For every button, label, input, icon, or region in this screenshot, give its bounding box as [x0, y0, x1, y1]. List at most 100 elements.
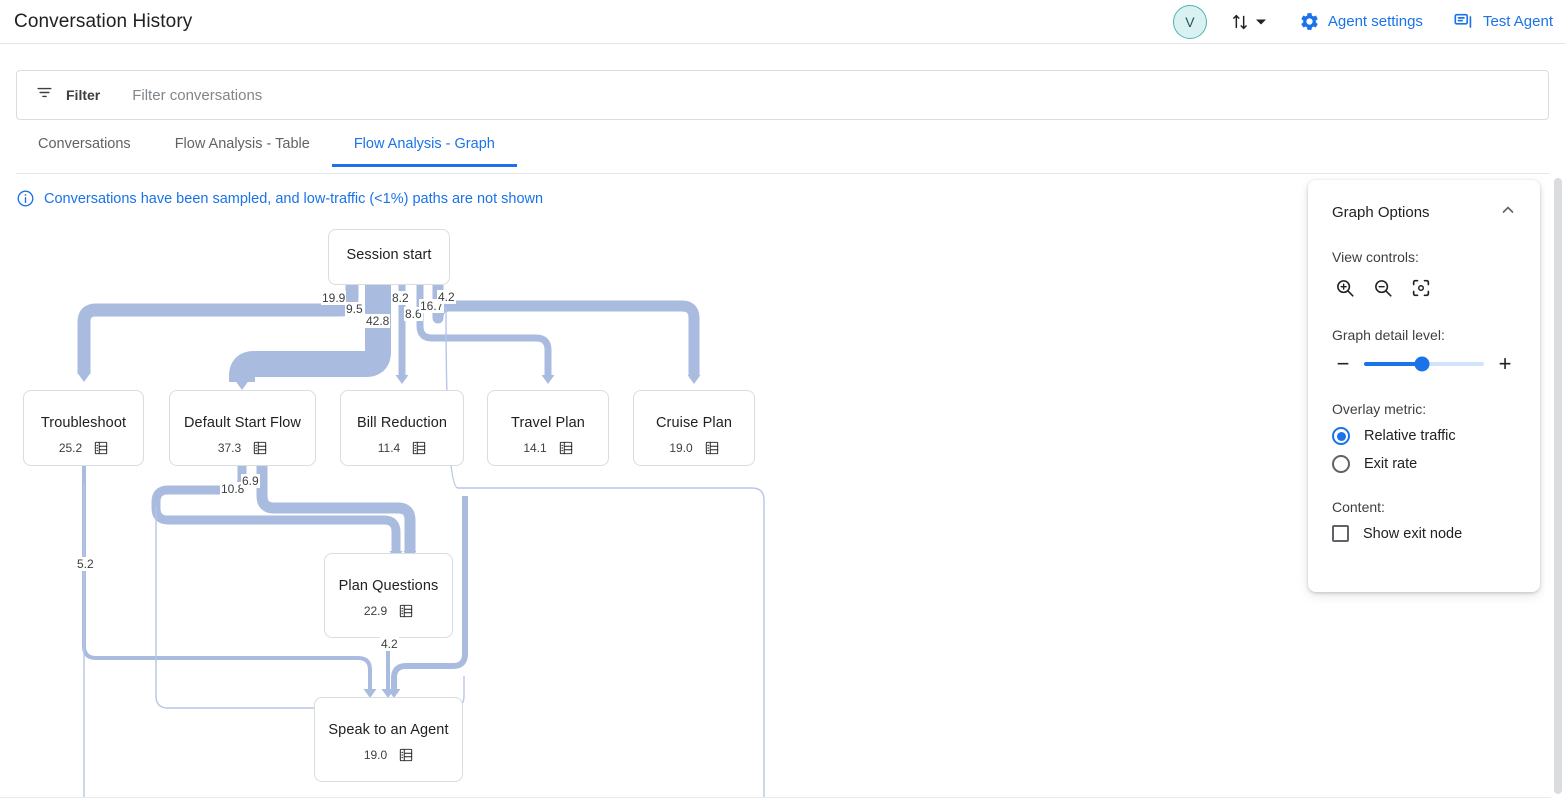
node-title: Plan Questions — [338, 578, 439, 594]
slider-thumb[interactable] — [1414, 356, 1430, 372]
radio-label: Exit rate — [1364, 456, 1418, 472]
tab-bar: Conversations Flow Analysis - Table Flow… — [16, 136, 1549, 174]
detail-decrease-button[interactable]: − — [1336, 351, 1350, 376]
node-title: Default Start Flow — [183, 415, 302, 431]
sort-control[interactable] — [1229, 11, 1267, 33]
sampling-notice: Conversations have been sampled, and low… — [16, 189, 543, 208]
graph-options-panel: Graph Options View controls: — [1308, 180, 1540, 592]
info-icon — [16, 189, 35, 208]
radio-relative-traffic[interactable]: Relative traffic — [1332, 427, 1516, 445]
test-agent-label: Test Agent — [1482, 13, 1553, 30]
view-controls-label: View controls: — [1332, 249, 1419, 265]
node-title: Session start — [346, 247, 432, 263]
app-header: Conversation History V Agent setting — [0, 0, 1565, 44]
overlay-metric-label: Overlay metric: — [1332, 401, 1427, 417]
graph-node-bill-reduction[interactable]: Bill Reduction 11.4 — [340, 390, 464, 466]
edge-label-4-2-top: 4.2 — [437, 290, 456, 304]
view-controls-group — [1332, 275, 1516, 301]
flow-graph-canvas[interactable]: Session start Troubleshoot 25.2 Default … — [0, 176, 1545, 798]
filter-bar: Filter — [16, 70, 1549, 120]
edge-label-8-6: 8.6 — [404, 307, 423, 321]
vertical-scrollbar[interactable] — [1551, 176, 1565, 798]
node-metrics: 14.1 — [523, 441, 572, 455]
node-value: 19.0 — [669, 441, 693, 455]
page-title: Conversation History — [14, 10, 193, 32]
test-agent-button[interactable]: Test Agent — [1453, 11, 1553, 33]
graph-detail-slider[interactable] — [1364, 356, 1484, 372]
header-actions: V Agent settings — [1172, 4, 1565, 39]
graph-options-title: Graph Options — [1332, 204, 1430, 221]
node-value: 37.3 — [217, 441, 242, 455]
edge-label-4-2-bottom: 4.2 — [380, 637, 399, 651]
radio-label: Relative traffic — [1364, 428, 1456, 444]
graph-detail-level-label: Graph detail level: — [1332, 327, 1445, 343]
graph-node-plan-questions[interactable]: Plan Questions 22.9 — [324, 553, 453, 638]
edge-label-8-2: 8.2 — [391, 291, 410, 305]
node-metrics: 22.9 — [364, 604, 413, 618]
table-rows-icon[interactable] — [412, 441, 426, 455]
radio-exit-rate[interactable]: Exit rate — [1332, 455, 1516, 473]
edge-label-5-2: 5.2 — [76, 557, 95, 571]
table-rows-icon[interactable] — [253, 441, 267, 455]
node-value: 19.0 — [363, 748, 388, 762]
chat-bubble-icon — [1453, 11, 1475, 33]
edge-label-6-9: 6.9 — [241, 474, 260, 488]
node-value: 25.2 — [58, 441, 83, 455]
node-title: Bill Reduction — [356, 415, 448, 431]
checkbox-show-exit-node[interactable]: Show exit node — [1332, 525, 1516, 542]
node-title: Travel Plan — [511, 415, 585, 431]
node-metrics: 19.0 — [669, 441, 718, 455]
fit-to-screen-icon[interactable] — [1408, 275, 1434, 301]
checkbox-icon[interactable] — [1332, 525, 1349, 542]
node-metrics: 25.2 — [59, 441, 108, 455]
gear-icon — [1299, 11, 1320, 32]
tab-conversations[interactable]: Conversations — [38, 136, 131, 152]
table-rows-icon[interactable] — [559, 441, 573, 455]
radio-button-icon[interactable] — [1332, 455, 1350, 473]
graph-node-session-start[interactable]: Session start — [328, 229, 450, 285]
zoom-in-icon[interactable] — [1332, 275, 1358, 301]
node-title: Troubleshoot — [40, 415, 127, 431]
edge-label-10-8: 10.8 — [220, 482, 246, 496]
chevron-up-icon[interactable] — [1500, 202, 1516, 223]
chevron-down-icon — [1255, 16, 1267, 28]
node-title: Cruise Plan — [655, 415, 733, 431]
graph-node-travel-plan[interactable]: Travel Plan 14.1 — [487, 390, 609, 466]
filter-icon[interactable] — [35, 83, 54, 107]
graph-node-troubleshoot[interactable]: Troubleshoot 25.2 — [23, 390, 144, 466]
table-rows-icon[interactable] — [705, 441, 719, 455]
node-value: 22.9 — [363, 604, 388, 618]
node-metrics: 19.0 — [364, 748, 413, 762]
graph-node-speak-to-an-agent[interactable]: Speak to an Agent 19.0 — [314, 697, 463, 782]
slider-fill — [1364, 362, 1422, 366]
edge-label-9-5: 9.5 — [345, 302, 364, 316]
sampling-notice-text: Conversations have been sampled, and low… — [44, 190, 544, 207]
node-value: 14.1 — [523, 441, 547, 455]
table-rows-icon[interactable] — [94, 441, 108, 455]
tab-flow-analysis-graph[interactable]: Flow Analysis - Graph — [331, 136, 517, 167]
agent-settings-button[interactable]: Agent settings — [1299, 11, 1423, 32]
radio-button-icon[interactable] — [1332, 427, 1350, 445]
node-title: Speak to an Agent — [328, 722, 449, 738]
graph-node-default-start-flow[interactable]: Default Start Flow 37.3 — [169, 390, 316, 466]
node-metrics: 37.3 — [218, 441, 267, 455]
avatar-initial: V — [1185, 13, 1195, 30]
scrollbar-thumb[interactable] — [1554, 178, 1562, 794]
graph-node-cruise-plan[interactable]: Cruise Plan 19.0 — [633, 390, 755, 466]
avatar[interactable]: V — [1172, 4, 1207, 39]
node-metrics: 11.4 — [378, 441, 426, 455]
graph-detail-slider-row: − + — [1332, 353, 1516, 375]
table-rows-icon[interactable] — [399, 748, 413, 762]
edge-label-19-9: 19.9 — [321, 291, 347, 305]
filter-label: Filter — [66, 87, 101, 103]
sort-arrows-icon — [1229, 11, 1251, 33]
table-rows-icon[interactable] — [399, 604, 413, 618]
detail-increase-button[interactable]: + — [1498, 351, 1512, 376]
agent-settings-label: Agent settings — [1327, 13, 1423, 30]
zoom-out-icon[interactable] — [1370, 275, 1396, 301]
filter-input[interactable] — [130, 85, 551, 105]
content-label: Content: — [1332, 499, 1385, 515]
tab-flow-analysis-table[interactable]: Flow Analysis - Table — [174, 136, 310, 152]
edge-label-42-8: 42.8 — [365, 314, 391, 328]
node-value: 11.4 — [377, 441, 401, 455]
